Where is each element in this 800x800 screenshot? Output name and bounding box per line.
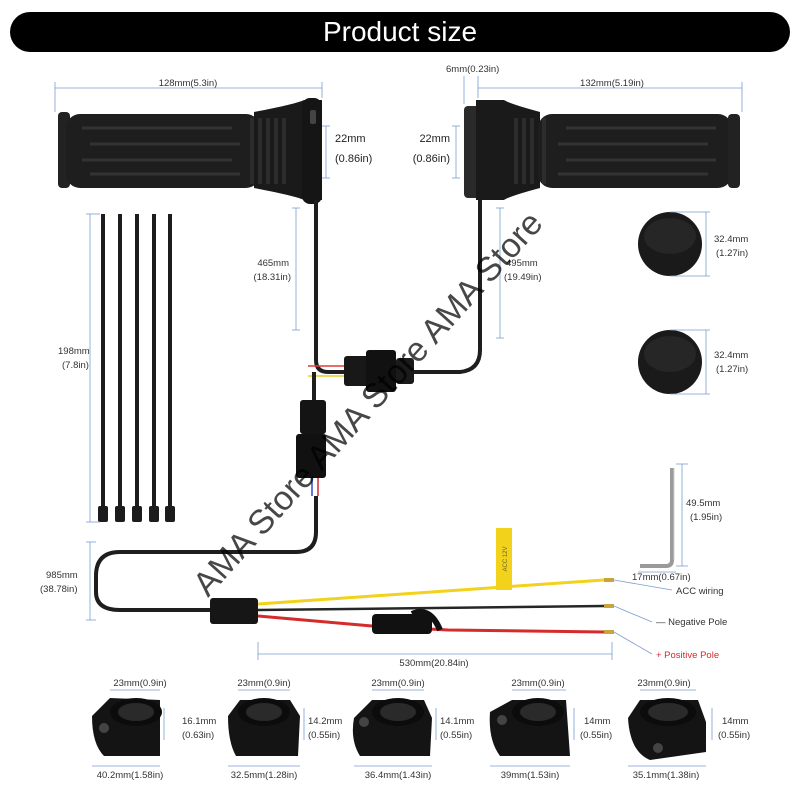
acc-wiring-label: ACC wiring — [676, 586, 724, 597]
acc-tag: ACC 12V — [496, 528, 512, 590]
wire-leader-lines — [613, 579, 673, 655]
left-grip-length-label: 128mm(5.3in) — [159, 78, 218, 89]
clamp-4-top: 23mm(0.9in) — [511, 678, 564, 689]
clamp-3-top: 23mm(0.9in) — [371, 678, 424, 689]
end-cap-2-dimension — [670, 329, 710, 395]
grip-cables — [314, 200, 482, 374]
right-grip-diameter-in: (0.86in) — [413, 153, 450, 165]
cable-tie-dimension — [86, 213, 100, 523]
right-grip-cap-label: 6mm(0.23in) — [446, 64, 499, 75]
end-cap-2-in: (1.27in) — [716, 364, 748, 375]
clamp-2 — [228, 698, 300, 756]
clamp-2-side-mm: 14.2mm — [308, 716, 342, 727]
left-cable-length-dimension — [292, 207, 300, 331]
clamp-3-side-mm: 14.1mm — [440, 716, 474, 727]
hex-wrench-height-in: (1.95in) — [690, 512, 722, 523]
clamp-1-top: 23mm(0.9in) — [113, 678, 166, 689]
right-cable-length-dimension — [496, 207, 504, 339]
acc-tag-label: ACC 12V — [503, 546, 509, 571]
right-cable-length-mm: 495mm — [506, 258, 538, 269]
left-cable-length-mm: 465mm — [257, 258, 289, 269]
left-grip — [58, 98, 322, 204]
right-grip-diameter-dimension — [452, 125, 460, 179]
wiring-harness — [94, 496, 318, 612]
page-title: Product size — [322, 16, 478, 47]
right-grip-length-label: 132mm(5.19in) — [580, 78, 644, 89]
cable-tie-length-in: (7.8in) — [62, 360, 89, 371]
clamp-4-side-mm: 14mm — [584, 716, 610, 727]
harness-plug — [210, 598, 258, 624]
hex-wrench — [640, 468, 675, 568]
end-cap-2 — [638, 330, 702, 394]
left-grip-diameter-dimension — [322, 125, 330, 179]
lead-length-dimension — [257, 642, 613, 660]
end-cap-2-mm: 32.4mm — [714, 350, 748, 361]
clamp-1-bottom: 40.2mm(1.58in) — [97, 770, 164, 781]
clamp-4-side-in: (0.55in) — [580, 730, 612, 741]
end-cap-1-dimension — [670, 211, 710, 277]
lead-length-label: 530mm(20.84in) — [399, 658, 468, 669]
store-watermark: AMA Store AMA Store AMA Store — [186, 204, 551, 603]
left-grip-length-dimension — [54, 82, 323, 112]
left-cable-length-in: (18.31in) — [254, 272, 292, 283]
harness-length-in: (38.78in) — [40, 584, 78, 595]
positive-pole-label: + Positive Pole — [656, 650, 719, 661]
clamp-5-bottom: 35.1mm(1.38in) — [633, 770, 700, 781]
negative-pole-label: — Negative Pole — [656, 617, 727, 628]
title-banner: Product size — [10, 12, 790, 52]
clamp-3 — [352, 698, 432, 756]
harness-length-dimension — [86, 541, 96, 621]
clamp-2-side-in: (0.55in) — [308, 730, 340, 741]
clamp-3-bottom: 36.4mm(1.43in) — [365, 770, 432, 781]
connector-lower — [296, 372, 326, 496]
clamp-1-side-in: (0.63in) — [182, 730, 214, 741]
end-cap-1 — [638, 212, 702, 276]
clamp-5 — [628, 698, 706, 760]
cable-ties — [98, 214, 175, 522]
right-grip-diameter-mm: 22mm — [419, 133, 450, 145]
clamp-5-side-in: (0.55in) — [718, 730, 750, 741]
clamp-5-side-mm: 14mm — [722, 716, 748, 727]
right-cable-length-in: (19.49in) — [504, 272, 542, 283]
hex-wrench-dimension — [638, 463, 688, 573]
end-cap-1-in: (1.27in) — [716, 248, 748, 259]
hex-wrench-height-mm: 49.5mm — [686, 498, 720, 509]
connector-upper — [308, 350, 414, 392]
hex-wrench-width: 17mm(0.67in) — [632, 572, 691, 583]
wire-tips — [604, 578, 614, 634]
clamp-5-top: 23mm(0.9in) — [637, 678, 690, 689]
right-grip-length-dimension — [463, 76, 743, 112]
clamp-1-side-mm: 16.1mm — [182, 716, 216, 727]
clamp-2-top: 23mm(0.9in) — [237, 678, 290, 689]
cable-tie-length-mm: 198mm — [58, 346, 90, 357]
clamp-2-bottom: 32.5mm(1.28in) — [231, 770, 298, 781]
clamp-4-bottom: 39mm(1.53in) — [501, 770, 560, 781]
clamp-4 — [489, 698, 570, 756]
right-grip — [464, 100, 740, 200]
inline-fuse-holder — [372, 609, 443, 634]
harness-length-mm: 985mm — [46, 570, 78, 581]
clamp-1 — [92, 698, 162, 756]
clamp-3-side-in: (0.55in) — [440, 730, 472, 741]
left-grip-diameter-in: (0.86in) — [335, 153, 372, 165]
end-cap-1-mm: 32.4mm — [714, 234, 748, 245]
left-grip-diameter-mm: 22mm — [335, 133, 366, 145]
clamp-dimension-lines — [92, 689, 713, 767]
